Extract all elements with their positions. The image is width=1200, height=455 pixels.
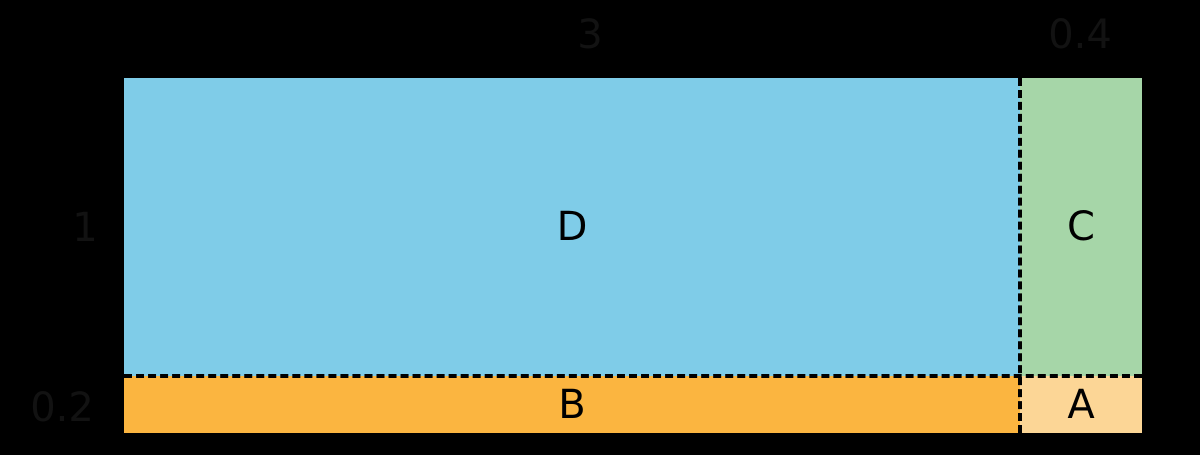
region-d-label: D <box>556 204 588 250</box>
region-b-label: B <box>558 381 586 428</box>
dimension-label-top-width: 3 <box>577 12 603 58</box>
dimension-label-top-narrow: 0.4 <box>1048 12 1112 58</box>
region-d: D <box>124 78 1020 376</box>
dimension-label-left-tall: 1 <box>72 205 98 251</box>
dimension-label-left-short: 0.2 <box>30 385 94 431</box>
area-model: D C B A <box>124 78 1142 433</box>
region-a-label: A <box>1067 381 1095 428</box>
region-a: A <box>1020 376 1142 433</box>
region-c-label: C <box>1067 204 1095 250</box>
region-c: C <box>1020 78 1142 376</box>
region-b: B <box>124 376 1020 433</box>
